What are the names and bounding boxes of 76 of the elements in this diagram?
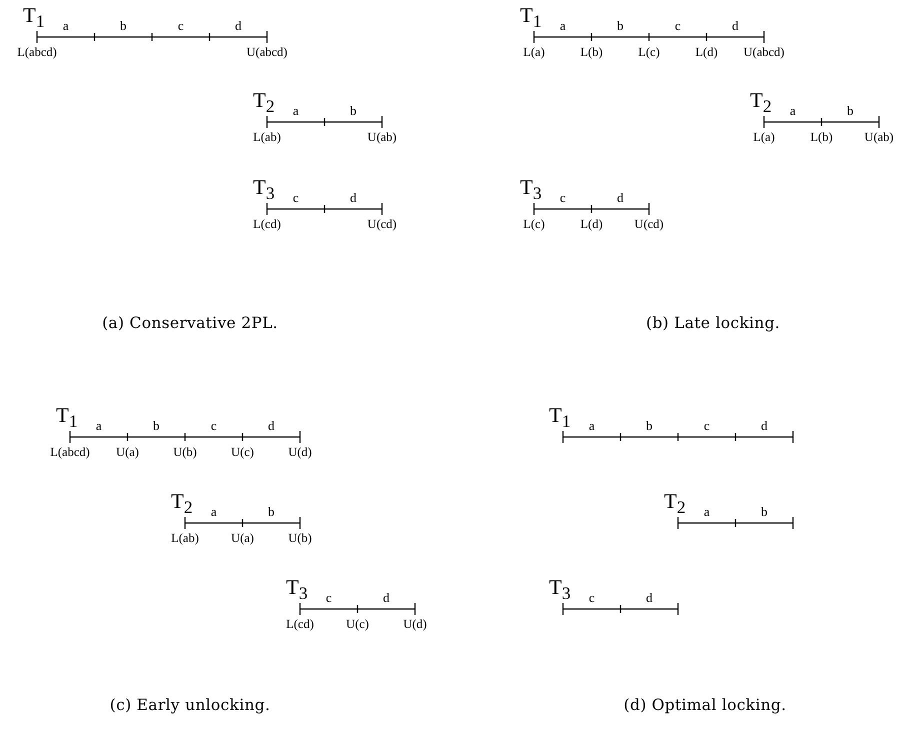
data-item-label: a xyxy=(96,419,102,432)
data-item-label: d xyxy=(761,419,768,432)
data-item-label: a xyxy=(790,104,796,117)
lock-label: L(b) xyxy=(580,46,603,58)
lock-label: U(abcd) xyxy=(246,46,288,58)
caption: (c) Early unlocking. xyxy=(110,698,270,714)
data-item-label: b xyxy=(617,19,624,32)
lock-label: L(abcd) xyxy=(50,446,90,458)
lock-label: L(b) xyxy=(810,131,833,144)
lock-label: L(abcd) xyxy=(17,46,57,58)
transaction-label: T$_{1}$ xyxy=(549,405,571,431)
transaction-label: T$_{2}$ xyxy=(750,90,772,116)
transaction-label: T$_{2}$ xyxy=(171,491,193,517)
lock-label: U(b) xyxy=(288,532,312,544)
lock-label: L(c) xyxy=(638,46,660,58)
data-item-label: d xyxy=(732,19,738,32)
lock-label: U(ab) xyxy=(367,131,397,144)
data-item-label: d xyxy=(617,191,624,204)
data-item-label: c xyxy=(560,191,566,204)
lock-label: U(d) xyxy=(288,446,312,458)
transaction-label: T$_{3}$ xyxy=(286,577,308,603)
data-item-label: c xyxy=(178,19,184,32)
lock-label: L(a) xyxy=(753,131,775,144)
data-item-label: a xyxy=(210,505,217,518)
lock-label: U(c) xyxy=(231,446,254,458)
caption: (a) Conservative 2PL. xyxy=(102,316,278,332)
lock-label: U(a) xyxy=(116,446,139,458)
data-item-label: d xyxy=(350,191,356,204)
data-item-label: b xyxy=(646,419,652,432)
lock-label: U(cd) xyxy=(367,218,397,230)
data-item-label: a xyxy=(62,19,69,32)
data-item-label: a xyxy=(560,19,566,32)
lock-label: L(c) xyxy=(523,218,545,230)
transaction-label: T$_{2}$ xyxy=(664,491,686,517)
transaction-label: T$_{3}$ xyxy=(549,577,571,603)
data-item-label: b xyxy=(153,419,160,432)
data-item-label: c xyxy=(326,591,332,604)
lock-label: L(d) xyxy=(695,46,718,58)
data-item-label: b xyxy=(268,505,274,518)
lock-label: U(b) xyxy=(173,446,197,458)
data-item-label: a xyxy=(588,419,595,432)
data-item-label: d xyxy=(646,591,652,604)
data-item-label: b xyxy=(350,104,356,117)
lock-label: L(cd) xyxy=(286,618,314,630)
lock-label: U(c) xyxy=(346,618,369,630)
data-item-label: b xyxy=(761,505,768,518)
lock-label: U(d) xyxy=(403,618,427,630)
lock-label: L(d) xyxy=(580,218,603,230)
data-item-label: d xyxy=(268,419,274,432)
transaction-label: T$_{1}$ xyxy=(56,405,78,431)
lock-label: L(cd) xyxy=(253,218,281,230)
data-item-label: b xyxy=(847,104,854,117)
transaction-label: T$_{3}$ xyxy=(253,177,275,203)
transaction-label: T$_{1}$ xyxy=(23,5,45,31)
lock-label: U(a) xyxy=(231,532,254,544)
caption: (d) Optimal locking. xyxy=(624,698,786,714)
lock-label: L(ab) xyxy=(253,131,281,144)
lock-label: L(ab) xyxy=(171,532,199,544)
data-item-label: c xyxy=(704,419,710,432)
lock-label: U(ab) xyxy=(864,131,894,144)
transaction-label: T$_{2}$ xyxy=(253,90,275,116)
data-item-label: c xyxy=(210,419,217,432)
data-item-label: d xyxy=(383,591,390,604)
lock-label: U(abcd) xyxy=(744,46,784,58)
lock-label: U(cd) xyxy=(634,218,664,230)
lock-label: L(a) xyxy=(523,46,545,58)
transaction-label: T$_{3}$ xyxy=(520,177,542,203)
data-item-label: c xyxy=(292,191,299,204)
caption: (b) Late locking. xyxy=(646,316,780,332)
transaction-label: T$_{1}$ xyxy=(520,5,542,31)
data-item-label: a xyxy=(704,505,710,518)
data-item-label: c xyxy=(674,19,681,32)
data-item-label: a xyxy=(292,104,299,117)
data-item-label: b xyxy=(120,19,126,32)
data-item-label: d xyxy=(235,19,242,32)
data-item-label: c xyxy=(588,591,595,604)
